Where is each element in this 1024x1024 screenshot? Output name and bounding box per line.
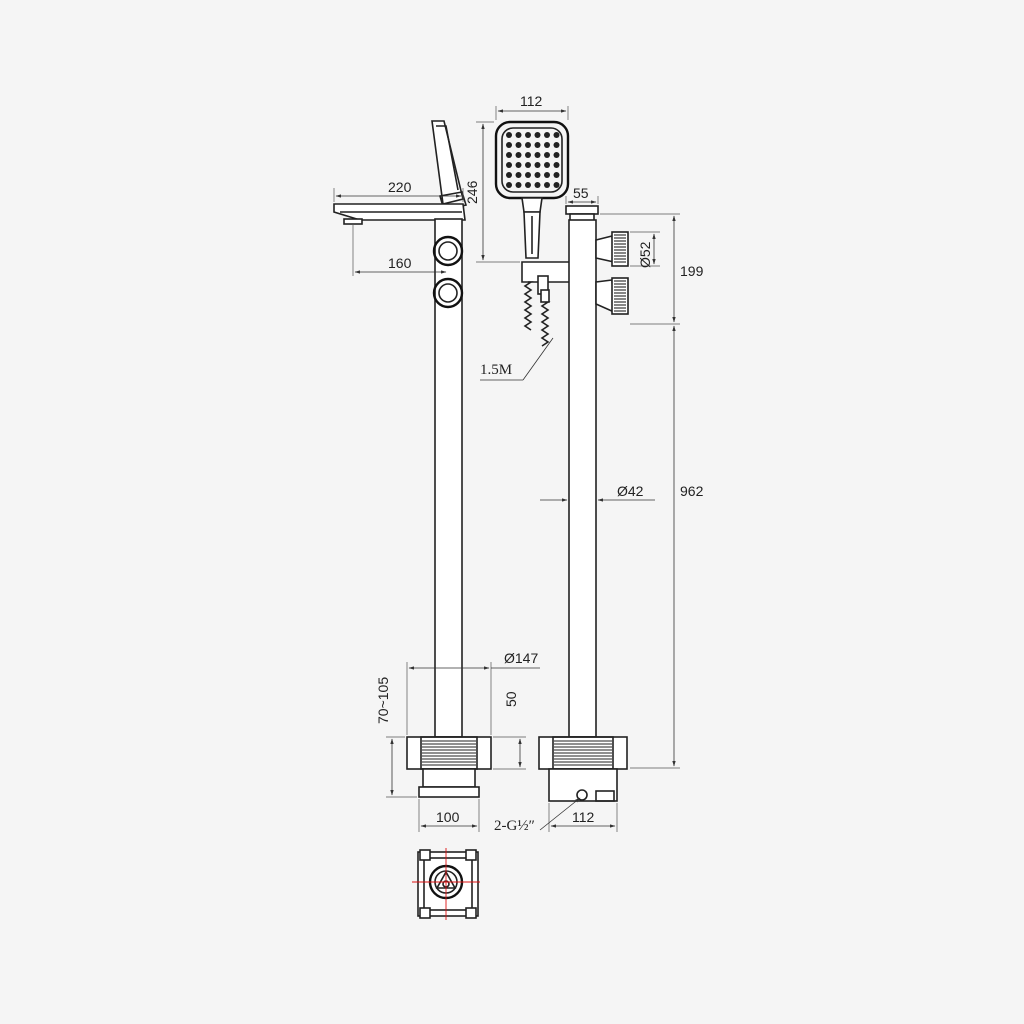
right-column [568, 219, 597, 738]
faucet-handle [431, 120, 468, 211]
dim-spout-length: 220 [388, 179, 412, 195]
dim-upper-height: 199 [680, 263, 704, 279]
dim-inlet-thread: 2-G½″ [494, 818, 535, 834]
dim-total-height: 962 [680, 483, 704, 499]
dim-hose-length: 1.5M [480, 362, 512, 378]
side-control-knobs [595, 231, 629, 315]
dim-base-diameter: Ø147 [504, 650, 538, 666]
dim-holder-width: 55 [573, 185, 589, 201]
base-plan-view [412, 848, 480, 920]
left-control-knobs [432, 235, 464, 309]
dim-handshower-height: 246 [464, 180, 480, 204]
dim-base-height: 50 [503, 691, 519, 707]
shower-hose [523, 281, 551, 347]
left-base [406, 736, 492, 798]
dim-box-width-right: 112 [572, 809, 595, 825]
hand-shower-head [494, 120, 570, 259]
dim-knob-diameter: Ø52 [637, 241, 653, 268]
left-faucet-view [333, 120, 492, 798]
dimension-labels: 220 160 112 246 55 Ø52 199 1.5M Ø42 962 … [375, 93, 704, 834]
right-shower-view [494, 120, 629, 802]
dim-column-diameter: Ø42 [617, 483, 644, 499]
dim-spout-offset: 160 [388, 255, 412, 271]
dim-floor-range: 70~105 [375, 677, 391, 724]
dim-handshower-width: 112 [520, 93, 543, 109]
dimension-lines [333, 106, 680, 832]
right-base [538, 736, 628, 802]
dim-box-width-left: 100 [436, 809, 460, 825]
